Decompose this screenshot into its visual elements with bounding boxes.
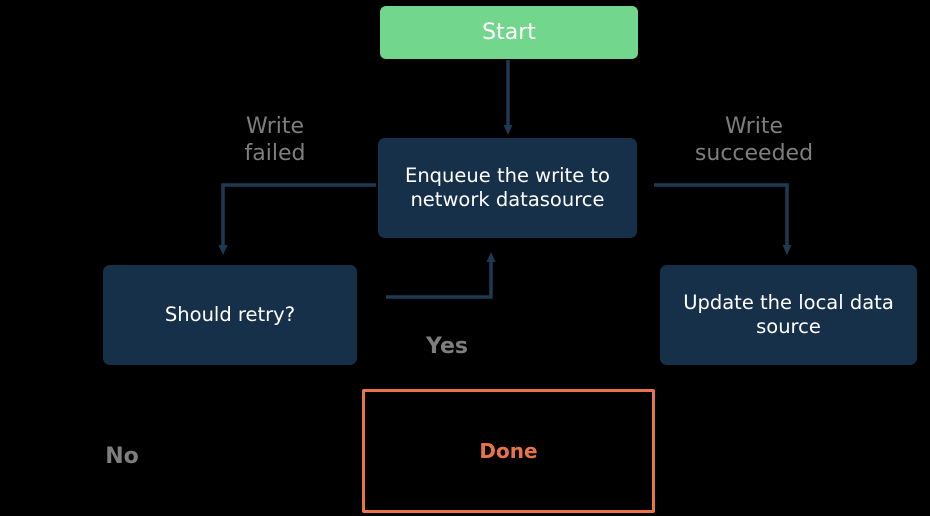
edge-should-retry-to-enqueue	[386, 252, 496, 299]
node-start-label: Start	[482, 19, 536, 45]
node-start[interactable]: Start	[380, 6, 638, 59]
node-update-local-data-source[interactable]: Update the local data source	[660, 265, 917, 365]
node-should-retry[interactable]: Should retry?	[103, 265, 357, 365]
edge-label-no: No	[105, 444, 139, 469]
node-should-retry-label: Should retry?	[164, 302, 296, 326]
edge-label-write-succeeded: Write succeeded	[694, 114, 814, 166]
edge-enqueue-to-update-local	[654, 183, 792, 255]
node-done-label: Done	[479, 438, 538, 463]
edge-label-write-failed: Write failed	[244, 114, 306, 166]
edge-enqueue-to-should-retry	[218, 183, 376, 255]
node-enqueue-write[interactable]: Enqueue the write to network datasource	[378, 138, 637, 238]
node-done[interactable]: Done	[362, 389, 655, 513]
node-update-local-data-source-label: Update the local data source	[683, 290, 894, 338]
node-enqueue-write-label: Enqueue the write to network datasource	[405, 163, 610, 211]
edge-label-yes: Yes	[426, 334, 468, 359]
